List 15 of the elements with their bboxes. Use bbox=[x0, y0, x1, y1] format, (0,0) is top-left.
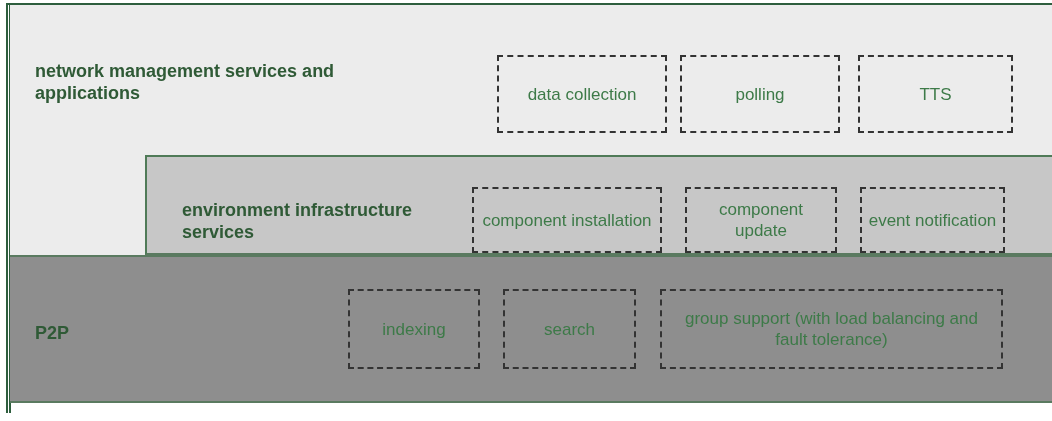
service-box: component update bbox=[685, 187, 837, 253]
layer-panel bbox=[10, 5, 1052, 257]
layer-panel bbox=[145, 155, 1052, 255]
service-box: indexing bbox=[348, 289, 480, 369]
service-box: polling bbox=[680, 55, 840, 133]
layer-title: environment infrastructure services bbox=[182, 199, 414, 243]
service-box: search bbox=[503, 289, 636, 369]
layer-title: network management services and applications bbox=[35, 60, 336, 104]
service-box: TTS bbox=[858, 55, 1013, 133]
layer-panel bbox=[10, 257, 1052, 403]
layer-title: P2P bbox=[35, 322, 71, 344]
service-box: event notification bbox=[860, 187, 1005, 253]
service-box: component installation bbox=[472, 187, 662, 253]
service-box: group support (with load balancing and fault tolerance) bbox=[660, 289, 1003, 369]
service-box: data collection bbox=[497, 55, 667, 133]
